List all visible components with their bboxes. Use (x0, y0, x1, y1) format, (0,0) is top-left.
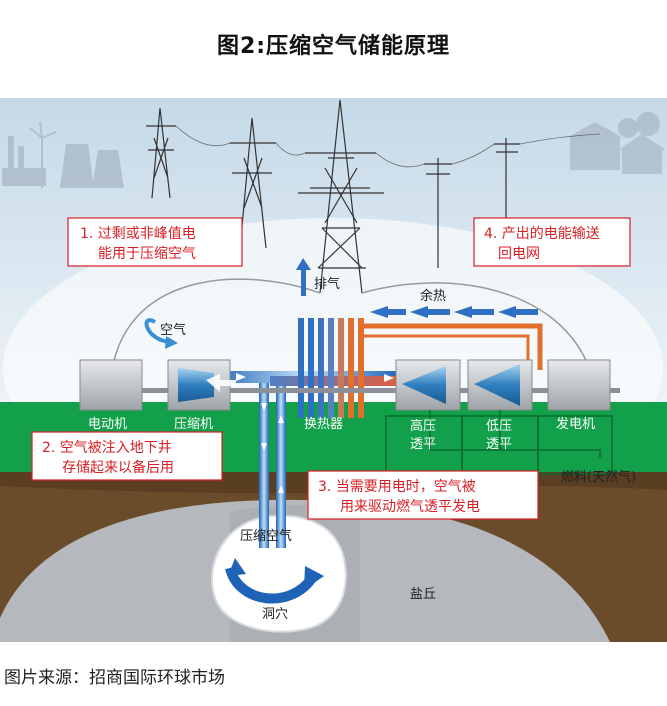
callout-step2-line1: 2. 空气被注入地下井 (42, 440, 172, 456)
callout-step1 (67, 217, 243, 267)
waste-heat-arrows (370, 306, 538, 318)
callout-step4 (473, 217, 631, 267)
callout-step2-line2: 存储起来以备后用 (62, 459, 174, 476)
swirl-arrow-icon (225, 566, 317, 604)
callout-step4-line1: 4. 产出的电能输送 (484, 226, 600, 242)
motor (79, 359, 143, 411)
figure-title: 图2:压缩空气储能原理 (216, 34, 451, 59)
label-hp-turbine-line2: 透平 (410, 437, 436, 452)
air-intake-arrow-icon (144, 318, 171, 344)
label-generator: 发电机 (556, 416, 595, 432)
label-heat-exchanger: 换热器 (304, 417, 343, 432)
label-air: 空气 (160, 322, 186, 338)
label-fuel: 燃料(天然气) (561, 469, 636, 485)
label-exhaust: 排气 (314, 276, 340, 292)
callout-step3 (307, 470, 539, 520)
power-plant-icon (2, 121, 124, 188)
label-cavern: 洞穴 (262, 607, 288, 622)
caes-diagram: 1. 过剩或非峰值电 能用于压缩空气 4. 产出的电能输送 回电网 2. 空气被… (0, 98, 667, 642)
label-compressor: 压缩机 (174, 416, 213, 432)
callout-step3-line1: 3. 当需要用电时，空气被 (318, 479, 476, 495)
label-salt-dome: 盐丘 (410, 587, 436, 602)
callout-step2 (31, 431, 223, 481)
exhaust-arrow-icon (296, 258, 311, 270)
flow-arrows (261, 403, 284, 493)
callout-step3-line2: 用来驱动燃气透平发电 (340, 498, 480, 515)
figure-source-caption: 图片来源：招商国际环球市场 (4, 668, 225, 688)
heat-exchanger (298, 318, 364, 418)
city-buildings-icon (570, 112, 666, 174)
label-compressed-air: 压缩空气 (240, 528, 292, 544)
callout-step1-line1: 1. 过剩或非峰值电 (80, 226, 196, 242)
callout-step1-line2: 能用于压缩空气 (98, 246, 196, 262)
callout-step4-line2: 回电网 (498, 246, 540, 262)
label-waste-heat: 余热 (420, 288, 446, 304)
label-hp-turbine-line1: 高压 (410, 418, 436, 434)
cavern (211, 514, 347, 633)
label-lp-turbine-line1: 低压 (486, 419, 512, 434)
generator (547, 359, 611, 411)
label-motor: 电动机 (88, 417, 127, 432)
label-lp-turbine-line2: 透平 (486, 437, 512, 452)
